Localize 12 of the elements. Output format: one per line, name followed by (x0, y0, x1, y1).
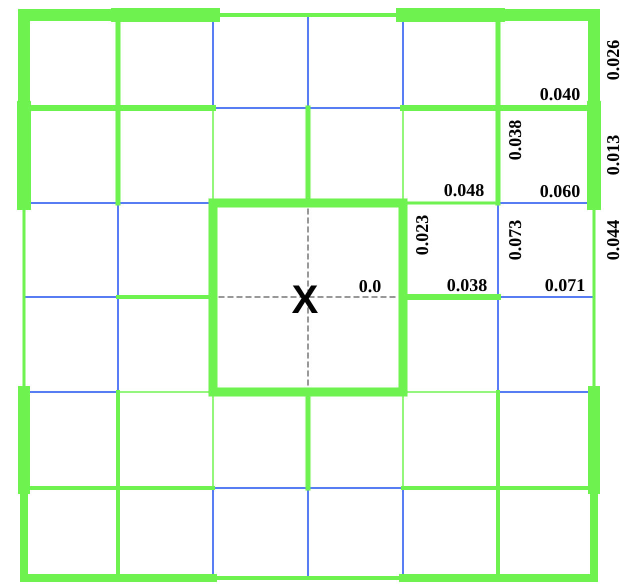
value-label: 0.038 (506, 120, 524, 160)
value-label: 0.048 (444, 181, 484, 199)
value-label: 0.023 (413, 214, 431, 256)
value-label: 0.040 (540, 85, 580, 103)
value-label: 0.073 (506, 220, 524, 260)
value-label: 0.038 (446, 276, 488, 294)
value-label: 0.044 (604, 220, 622, 260)
value-label: 0.013 (604, 134, 622, 176)
value-label: 0.060 (540, 182, 580, 200)
value-label: 0.071 (544, 276, 586, 294)
value-label: 0.0 (358, 277, 382, 295)
value-label: 0.026 (604, 40, 622, 80)
